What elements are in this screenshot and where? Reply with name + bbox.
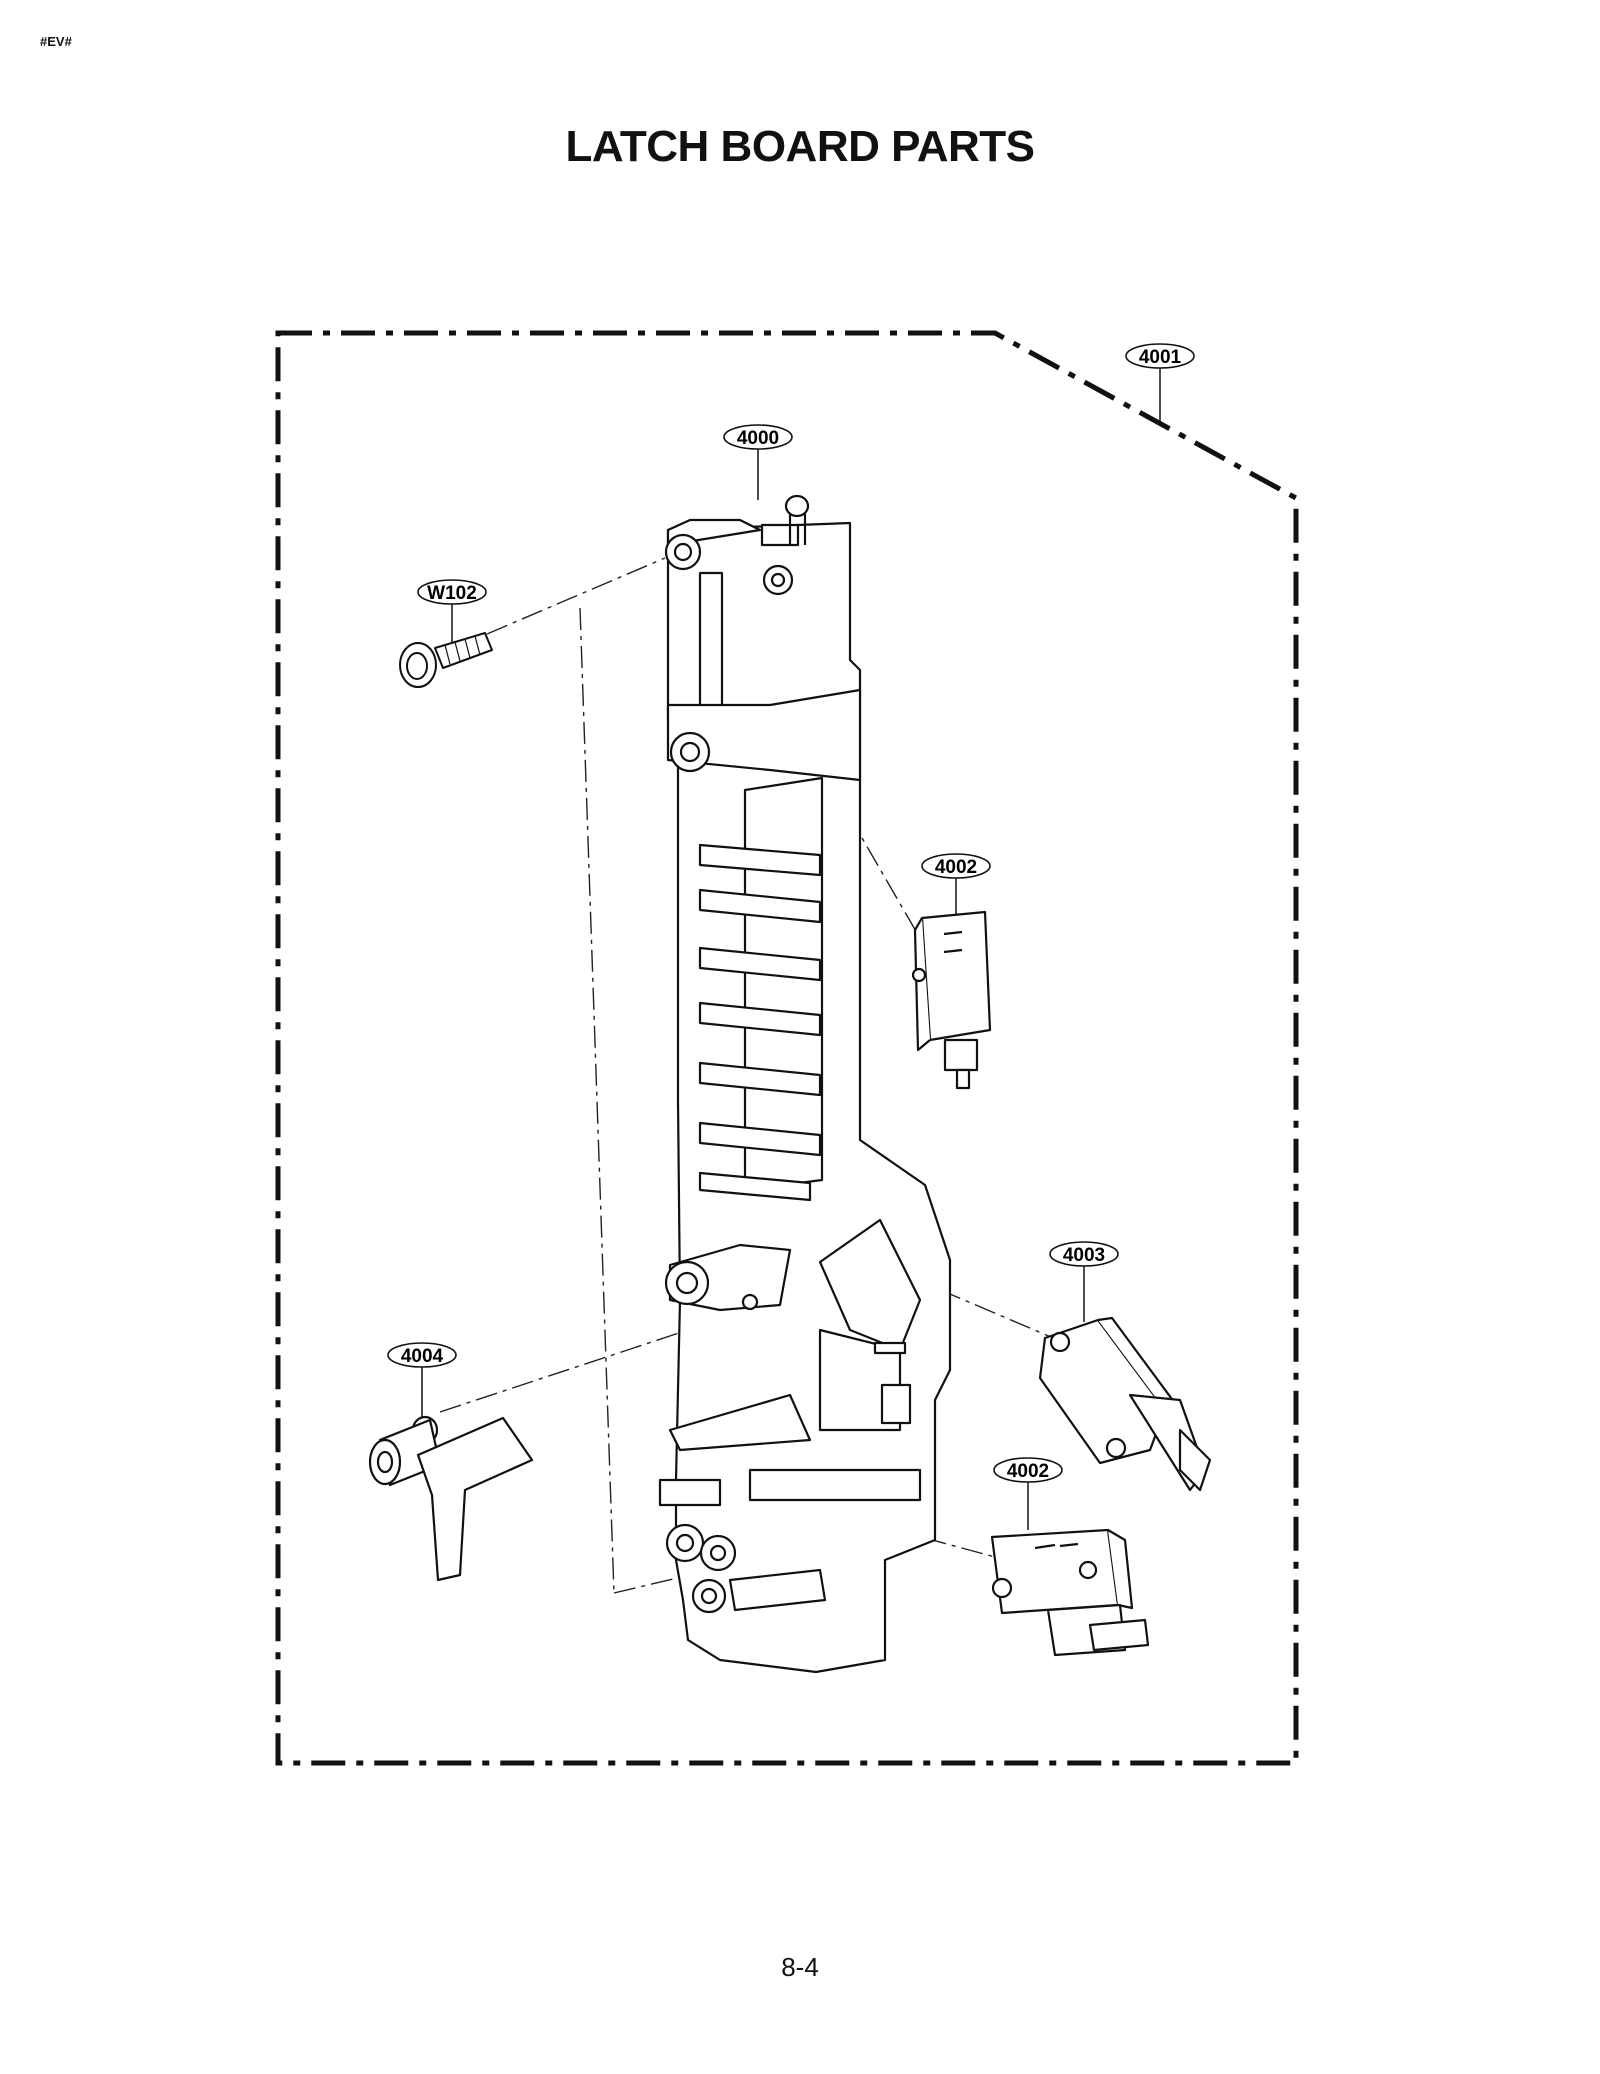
latch-lever (368, 1415, 534, 1582)
callout-4001-label: 4001 (1139, 347, 1182, 368)
corner-tag: #EV# (40, 34, 72, 49)
page-number: 8-4 (781, 1952, 819, 1982)
micro-switch-middle (1038, 1316, 1212, 1492)
callout-4002-upper-label: 4002 (935, 857, 977, 878)
callout-4000-label: 4000 (737, 428, 779, 449)
callout-4004-label: 4004 (401, 1346, 444, 1367)
callout-4003-label: 4003 (1063, 1245, 1105, 1266)
callout-4003: 4003 (1049, 1241, 1119, 1322)
callout-w102: W102 (417, 579, 487, 642)
callout-4002-lower: 4002 (993, 1457, 1063, 1530)
callout-4002-upper: 4002 (921, 853, 991, 915)
callout-4001: 4001 (1125, 343, 1195, 425)
callout-4002-lower-label: 4002 (1007, 1461, 1049, 1482)
page-title: LATCH BOARD PARTS (565, 122, 1035, 171)
micro-switch-lower (990, 1528, 1150, 1657)
micro-switch-upper (911, 910, 992, 1090)
latch-board (658, 494, 952, 1674)
screw (399, 632, 493, 688)
callout-w102-label: W102 (427, 583, 477, 604)
callout-4000: 4000 (723, 424, 793, 500)
assembly-boundary (275, 330, 1299, 1766)
callout-4004: 4004 (387, 1342, 457, 1418)
